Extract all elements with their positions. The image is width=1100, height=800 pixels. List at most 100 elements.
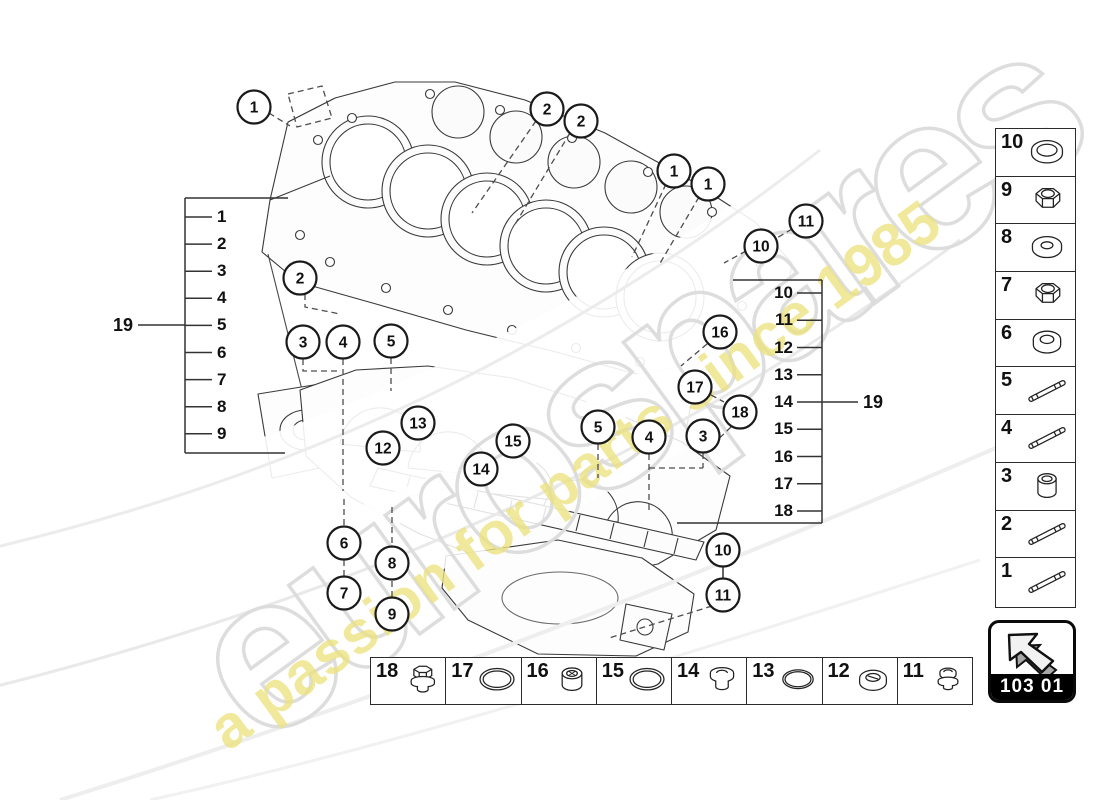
legend-item-number: 14 (677, 660, 700, 682)
callout-number: 10 (714, 543, 731, 560)
callout-10: 10 (705, 532, 741, 568)
legend-item-number: 8 (1001, 226, 1013, 249)
callout-17: 17 (677, 369, 713, 405)
right-list-item-14: 14 (774, 392, 793, 411)
stud-icon (1028, 427, 1066, 450)
right-list-item-12: 12 (774, 337, 793, 357)
callout-3: 3 (685, 418, 721, 454)
list-tick-lines (185, 216, 822, 512)
callout-number: 4 (645, 430, 654, 447)
legend-item-number: 12 (827, 660, 850, 682)
seal-ring-thin-icon (781, 669, 814, 690)
callout-6: 6 (326, 525, 362, 561)
right-list-item-18: 18 (774, 501, 793, 520)
left-list-item-1: 1 (217, 207, 227, 226)
callout-number: 7 (340, 586, 349, 603)
right-list-item-17: 17 (774, 473, 793, 493)
legend-part-16: 16 (522, 658, 597, 704)
legend-part-15: 15 (597, 658, 672, 704)
hex-nut-icon (1035, 283, 1061, 304)
callout-10: 10 (743, 228, 779, 264)
legend-part-11: 11 (898, 658, 972, 704)
legend-part-6: 6 (996, 320, 1075, 368)
callout-1: 1 (236, 89, 272, 125)
legend-part-1: 1 (996, 558, 1075, 606)
callout-number: 6 (340, 536, 349, 553)
sealing-ring-icon (1030, 140, 1064, 164)
callout-11: 11 (705, 577, 741, 613)
callout-number: 11 (798, 214, 815, 231)
callout-5: 5 (373, 323, 409, 359)
callout-1: 1 (656, 153, 692, 189)
right-bracket-label: 19 (863, 392, 884, 412)
legend-part-4: 4 (996, 415, 1075, 463)
callout-number: 1 (250, 100, 259, 117)
callout-number: 15 (504, 434, 522, 451)
callout-number: 3 (299, 335, 308, 352)
left-list-item-2: 2 (217, 234, 227, 254)
right-list-item-10: 10 (774, 283, 793, 302)
callout-number: 16 (711, 325, 729, 342)
left-list-item-7: 7 (217, 369, 227, 389)
legend-part-3: 3 (996, 463, 1075, 511)
leader-lines (268, 85, 793, 639)
legend-item-number: 13 (752, 660, 775, 682)
callout-number: 2 (577, 114, 586, 131)
callout-number: 12 (374, 441, 391, 458)
callout-1: 1 (690, 166, 726, 202)
callout-15: 15 (495, 423, 531, 459)
watermark-swoosh (0, 117, 1061, 800)
legend-part-2: 2 (996, 511, 1075, 559)
callout-number: 1 (704, 177, 713, 194)
hex-nut-icon (1035, 188, 1061, 208)
callout-9: 9 (374, 596, 410, 632)
callout-3: 3 (285, 324, 321, 360)
legend-part-13: 13 (747, 658, 823, 704)
legend-item-number: 16 (526, 660, 549, 682)
sheet-reference-badge: 103 01 (988, 620, 1076, 703)
spacer-washer-icon (1032, 330, 1062, 354)
right-list-item-13: 13 (774, 364, 793, 384)
callout-2: 2 (282, 260, 318, 296)
callout-5: 5 (580, 409, 616, 445)
legend-part-14: 14 (672, 658, 748, 704)
legend-item-number: 9 (1001, 178, 1013, 201)
right-list-item-15: 15 (774, 419, 793, 439)
left-list-item-3: 3 (217, 261, 227, 281)
legend-item-number: 4 (1001, 417, 1013, 440)
seal-ring-icon (629, 667, 665, 691)
callout-number: 11 (715, 588, 732, 605)
legend-part-7: 7 (996, 272, 1075, 320)
socket-flange-plug-icon (710, 666, 735, 691)
callout-2: 2 (563, 103, 599, 139)
callout-number: 18 (731, 405, 749, 422)
callout-number: 5 (387, 334, 396, 351)
callout-18: 18 (722, 394, 758, 430)
legend-item-number: 7 (1001, 274, 1013, 297)
callout-number: 3 (699, 429, 708, 446)
callout-number: 13 (409, 416, 427, 433)
legend-part-5: 5 (996, 367, 1075, 416)
dowel-bushing-icon (1037, 473, 1057, 499)
legend-item-number: 10 (1001, 131, 1024, 153)
callout-2: 2 (529, 91, 565, 127)
callout-number: 2 (543, 102, 552, 119)
legend-part-8: 8 (996, 224, 1075, 273)
left-list-item-4: 4 (217, 288, 227, 308)
drain-plug-icon (858, 669, 887, 691)
legend-item-number: 1 (1001, 560, 1013, 583)
callout-11: 11 (788, 203, 824, 239)
socket-plug-icon (561, 667, 583, 691)
callout-12: 12 (365, 430, 401, 466)
left-list-item-5: 5 (217, 315, 227, 335)
stud-icon (1028, 571, 1066, 593)
callout-number: 4 (339, 335, 348, 352)
callout-14: 14 (463, 451, 499, 487)
cursor-arrow-icon (1007, 632, 1058, 678)
callout-4: 4 (325, 324, 361, 360)
left-bracket-label: 19 (112, 315, 133, 335)
hex-head-plug-icon (410, 665, 436, 693)
callout-number: 9 (388, 607, 397, 624)
